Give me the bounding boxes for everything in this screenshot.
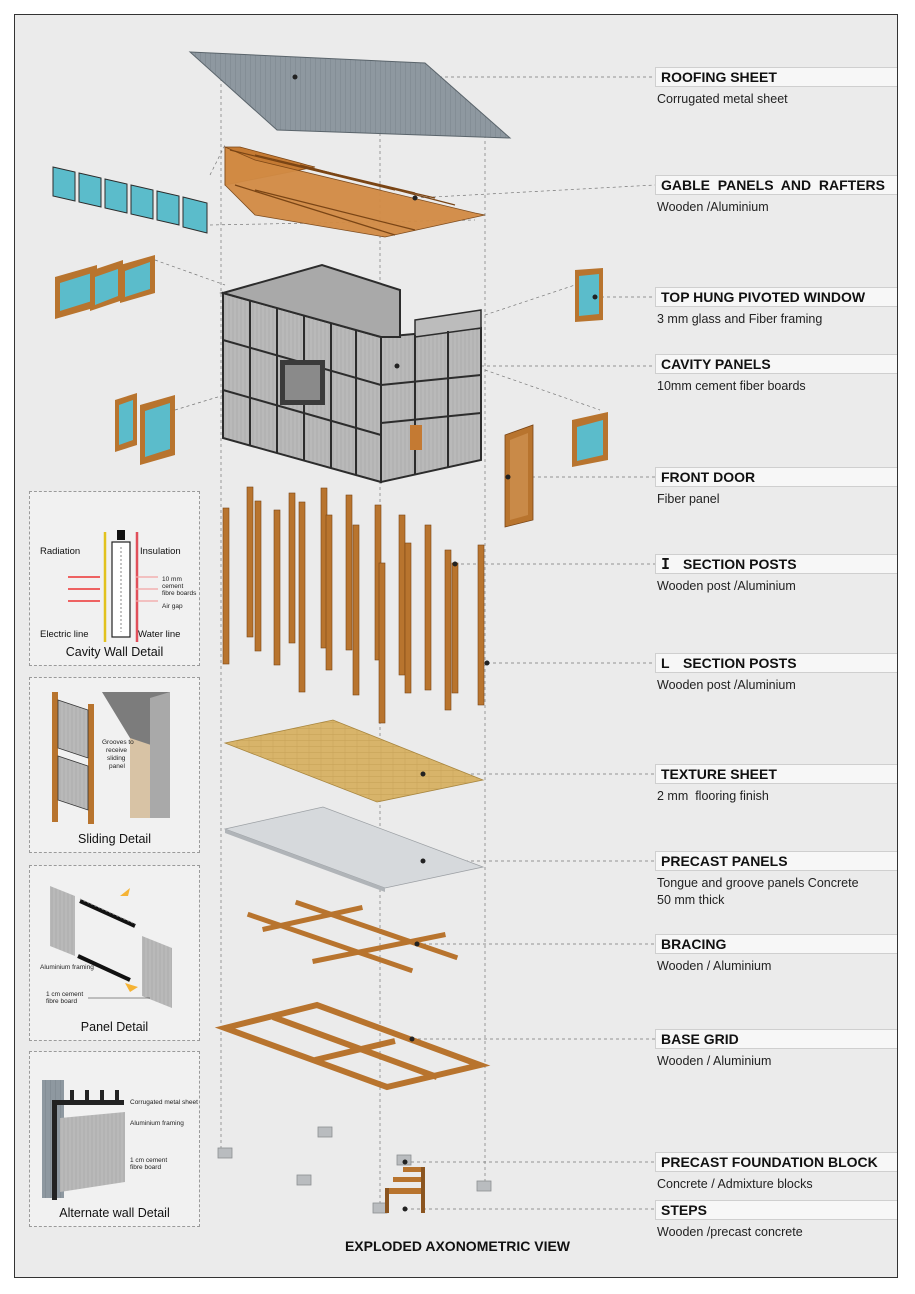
component-subtitle: 10mm cement fiber boards <box>657 379 806 393</box>
label-precast-foundation-block: PRECAST FOUNDATION BLOCK Concrete / Admi… <box>655 1152 897 1193</box>
steps <box>385 1167 425 1213</box>
grooves-label-3: sliding <box>107 755 126 762</box>
component-title-row: L SECTION POSTS <box>655 653 897 673</box>
drawing-sheet: ROOFING SHEET Corrugated metal sheet GAB… <box>14 14 898 1278</box>
electric-line-label: Electric line <box>40 629 89 640</box>
component-subtitle: Wooden post /Aluminium <box>657 579 796 593</box>
cavity-panels-enclosure <box>219 263 482 484</box>
label-i-section-posts: I SECTION POSTS Wooden post /Aluminium <box>655 554 897 595</box>
label-front-door: FRONT DOOR Fiber panel <box>655 467 897 508</box>
l-section-icon: L <box>661 655 670 671</box>
board-label-2: fibre board <box>46 998 77 1005</box>
component-title-row: I SECTION POSTS <box>655 554 897 574</box>
water-line-label: Water line <box>138 629 180 640</box>
i-section-icon: I <box>661 555 671 573</box>
radiation-label: Radiation <box>40 546 80 557</box>
component-title: GABLE PANELS AND RAFTERS <box>655 175 897 195</box>
panel-detail: Aluminium framing 1 cm cement fibre boar… <box>29 865 200 1041</box>
grooves-label-4: panel <box>109 763 125 770</box>
component-title: SECTION POSTS <box>683 556 797 572</box>
component-title: SECTION POSTS <box>683 655 797 671</box>
detail-caption: Alternate wall Detail <box>59 1206 170 1220</box>
component-title: STEPS <box>655 1200 897 1220</box>
component-title: PRECAST FOUNDATION BLOCK <box>655 1152 897 1172</box>
grooves-label-2: receive <box>106 747 127 754</box>
roofing-sheet <box>188 51 512 139</box>
component-title: BASE GRID <box>655 1029 897 1049</box>
component-subtitle: Tongue and groove panels Concrete <box>657 876 859 890</box>
component-subtitle: Wooden /Aluminium <box>657 200 769 214</box>
component-subtitle: 3 mm glass and Fiber framing <box>657 312 823 326</box>
base-grid <box>214 1001 491 1091</box>
section-posts <box>222 486 485 724</box>
detail-caption: Cavity Wall Detail <box>65 645 164 659</box>
boards-label-3: fibre boards <box>162 590 197 597</box>
aluminium-framing-label: Aluminium framing <box>40 964 94 971</box>
component-title: FRONT DOOR <box>655 467 897 487</box>
component-title: CAVITY PANELS <box>655 354 897 374</box>
cavity-wall-detail: Radiation Insulation 10 mm cement fibre … <box>29 491 200 666</box>
component-title: ROOFING SHEET <box>655 67 897 87</box>
component-subtitle: Wooden post /Aluminium <box>657 678 796 692</box>
exploded-axonometric-drawing <box>52 51 656 1214</box>
board-label-1: 1 cm cement <box>130 1157 167 1164</box>
boards-label-2: cement <box>162 583 184 590</box>
gable-panels-and-rafters <box>224 146 486 238</box>
component-subtitle: Corrugated metal sheet <box>657 92 788 106</box>
component-title: BRACING <box>655 934 897 954</box>
component-subtitle: Wooden / Aluminium <box>657 959 772 973</box>
component-subtitle: Concrete / Admixture blocks <box>657 1177 813 1191</box>
bracing <box>246 899 459 974</box>
detail-caption: Panel Detail <box>80 1020 149 1034</box>
component-subtitle: 2 mm flooring finish <box>657 789 769 803</box>
framing-label: Aluminium framing <box>130 1120 184 1127</box>
component-title: TOP HUNG PIVOTED WINDOW <box>655 287 897 307</box>
label-gable-panels: GABLE PANELS AND RAFTERS Wooden /Alumini… <box>655 175 897 216</box>
drawing-title: EXPLODED AXONOMETRIC VIEW <box>344 1238 571 1254</box>
top-hung-windows <box>55 255 608 467</box>
boards-label-1: 10 mm <box>162 576 182 583</box>
component-subtitle: Wooden /precast concrete <box>657 1225 803 1239</box>
board-label-2: fibre board <box>130 1164 161 1171</box>
label-texture-sheet: TEXTURE SHEET 2 mm flooring finish <box>655 764 897 805</box>
label-precast-panels: PRECAST PANELS Tongue and groove panels … <box>655 851 897 909</box>
grooves-label-1: Grooves to <box>102 739 134 746</box>
leader-dot-icon <box>292 74 598 1212</box>
precast-panels <box>223 806 485 889</box>
label-bracing: BRACING Wooden / Aluminium <box>655 934 897 975</box>
component-title: TEXTURE SHEET <box>655 764 897 784</box>
insulation-label: Insulation <box>140 546 181 557</box>
label-steps: STEPS Wooden /precast concrete <box>655 1200 897 1241</box>
detail-caption: Sliding Detail <box>78 832 151 846</box>
label-roofing-sheet: ROOFING SHEET Corrugated metal sheet <box>655 67 897 108</box>
component-title: PRECAST PANELS <box>655 851 897 871</box>
texture-sheet <box>223 719 485 803</box>
gable-glass-panels <box>52 166 208 234</box>
sliding-detail: Grooves to receive sliding panel Sliding… <box>29 677 200 853</box>
precast-foundation-blocks <box>217 1126 492 1214</box>
sheet-label: Corrugated metal sheet <box>130 1099 198 1106</box>
alternate-wall-detail: Corrugated metal sheet Aluminium framing… <box>29 1051 200 1227</box>
label-cavity-panels: CAVITY PANELS 10mm cement fiber boards <box>655 354 897 395</box>
component-subtitle: Fiber panel <box>657 492 720 506</box>
board-label-1: 1 cm cement <box>46 991 83 998</box>
component-subtitle: Wooden / Aluminium <box>657 1054 772 1068</box>
component-subtitle-2: 50 mm thick <box>657 893 725 907</box>
label-base-grid: BASE GRID Wooden / Aluminium <box>655 1029 897 1070</box>
label-top-hung-window: TOP HUNG PIVOTED WINDOW 3 mm glass and F… <box>655 287 897 328</box>
air-gap-label: Air gap <box>162 603 183 610</box>
label-l-section-posts: L SECTION POSTS Wooden post /Aluminium <box>655 653 897 694</box>
